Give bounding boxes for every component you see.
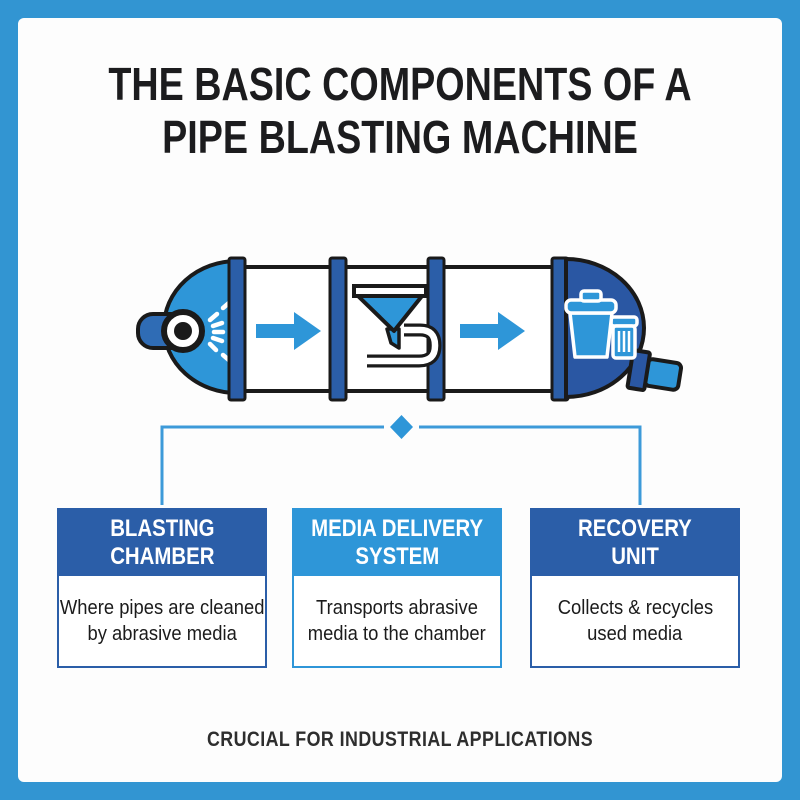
card-title-line: MEDIA DELIVERY — [311, 515, 483, 543]
flow-arrow-icon — [460, 312, 525, 350]
outlet-pipe — [625, 348, 684, 392]
footer-tagline: CRUCIAL FOR INDUSTRIAL APPLICATIONS — [206, 728, 594, 751]
card-recovery-unit: RECOVERY UNIT Collects & recycles used m… — [530, 508, 740, 668]
page-title-line2: PIPE BLASTING MACHINE — [162, 111, 638, 164]
card-title-line: BLASTING — [109, 515, 215, 543]
flow-arrow-icon — [256, 312, 321, 350]
funnel-icon — [352, 284, 442, 368]
card-header: RECOVERY UNIT — [532, 510, 738, 576]
card-header: MEDIA DELIVERY SYSTEM — [294, 510, 500, 576]
card-header: BLASTING CHAMBER — [59, 510, 265, 576]
connector-lines — [160, 425, 642, 505]
card-media-delivery-system: MEDIA DELIVERY SYSTEM Transports abrasiv… — [292, 508, 502, 668]
page-title: THE BASIC COMPONENTS OF A PIPE BLASTING … — [72, 58, 728, 165]
card-description: Collects & recycles used media — [557, 596, 713, 645]
card-title-line: CHAMBER — [109, 543, 215, 570]
card-description: Where pipes are cleaned by abrasive medi… — [59, 596, 265, 645]
recycle-bins-icon — [564, 289, 639, 360]
diamond-marker-icon — [390, 415, 413, 439]
card-title-line: SYSTEM — [355, 543, 439, 570]
spray-nozzle-icon — [136, 309, 205, 353]
page-title-line1: THE BASIC COMPONENTS OF A — [108, 58, 692, 110]
card-blasting-chamber: BLASTING CHAMBER Where pipes are cleaned… — [57, 508, 267, 668]
card-description: Transports abrasive media to the chamber — [308, 596, 486, 645]
card-title-line: UNIT — [611, 543, 659, 570]
card-title-line: RECOVERY — [578, 515, 692, 543]
